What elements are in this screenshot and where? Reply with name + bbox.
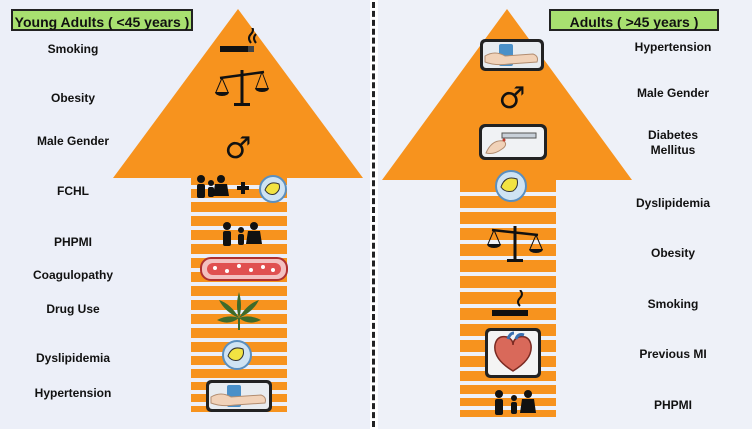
center-divider	[372, 2, 375, 427]
cigarette-icon	[490, 290, 534, 320]
heart-icon	[484, 327, 542, 379]
right-factor-obesity: Obesity	[650, 246, 695, 260]
glucose-test-icon	[478, 123, 548, 161]
right-factor-hypertension: Hypertension	[634, 40, 712, 54]
left-arrow-head	[113, 9, 363, 178]
right-factor-previous-mi: Previous MI	[639, 347, 707, 361]
right-factor-male-gender: Male Gender	[636, 86, 710, 100]
left-factor-smoking: Smoking	[47, 42, 99, 56]
scale-icon	[212, 66, 272, 108]
left-factor-male-gender: Male Gender	[36, 134, 110, 148]
left-factor-obesity: Obesity	[50, 91, 95, 105]
left-factor-hypertension: Hypertension	[34, 386, 112, 400]
blood-vessel-icon	[199, 255, 289, 283]
left-panel-background	[0, 0, 370, 429]
left-factor-drug-use: Drug Use	[46, 302, 100, 316]
left-factor-phpmi: PHPMI	[53, 235, 92, 249]
family-icon	[220, 221, 262, 247]
blood-pressure-cuff-icon	[479, 38, 545, 72]
right-factor-diabetes-mellitus: Diabetes Mellitus	[647, 128, 699, 157]
left-factor-fchl: FCHL	[57, 184, 89, 198]
scale-icon	[484, 222, 546, 264]
liver-icon	[493, 169, 529, 203]
left-header: Young Adults ( <45 years )	[11, 9, 193, 31]
right-arrow-head	[382, 9, 632, 180]
left-factor-dyslipidemia: Dyslipidemia	[35, 351, 111, 365]
right-factor-smoking: Smoking	[647, 297, 699, 311]
left-factor-coagulopathy: Coagulopathy	[33, 268, 113, 282]
family-plus-liver-icon	[193, 172, 289, 206]
right-factor-dyslipidemia: Dyslipidemia	[635, 196, 711, 210]
male-symbol-icon: ♂	[224, 130, 252, 166]
male-symbol-icon: ♂	[498, 80, 526, 116]
right-header: Adults ( >45 years )	[549, 9, 719, 31]
cannabis-leaf-icon	[214, 288, 264, 332]
right-panel-background	[378, 0, 752, 429]
blood-pressure-cuff-icon	[205, 379, 273, 413]
liver-icon	[220, 339, 254, 371]
right-factor-phpmi: PHPMI	[653, 398, 692, 412]
cigarette-icon	[218, 28, 262, 60]
family-icon	[492, 389, 536, 417]
